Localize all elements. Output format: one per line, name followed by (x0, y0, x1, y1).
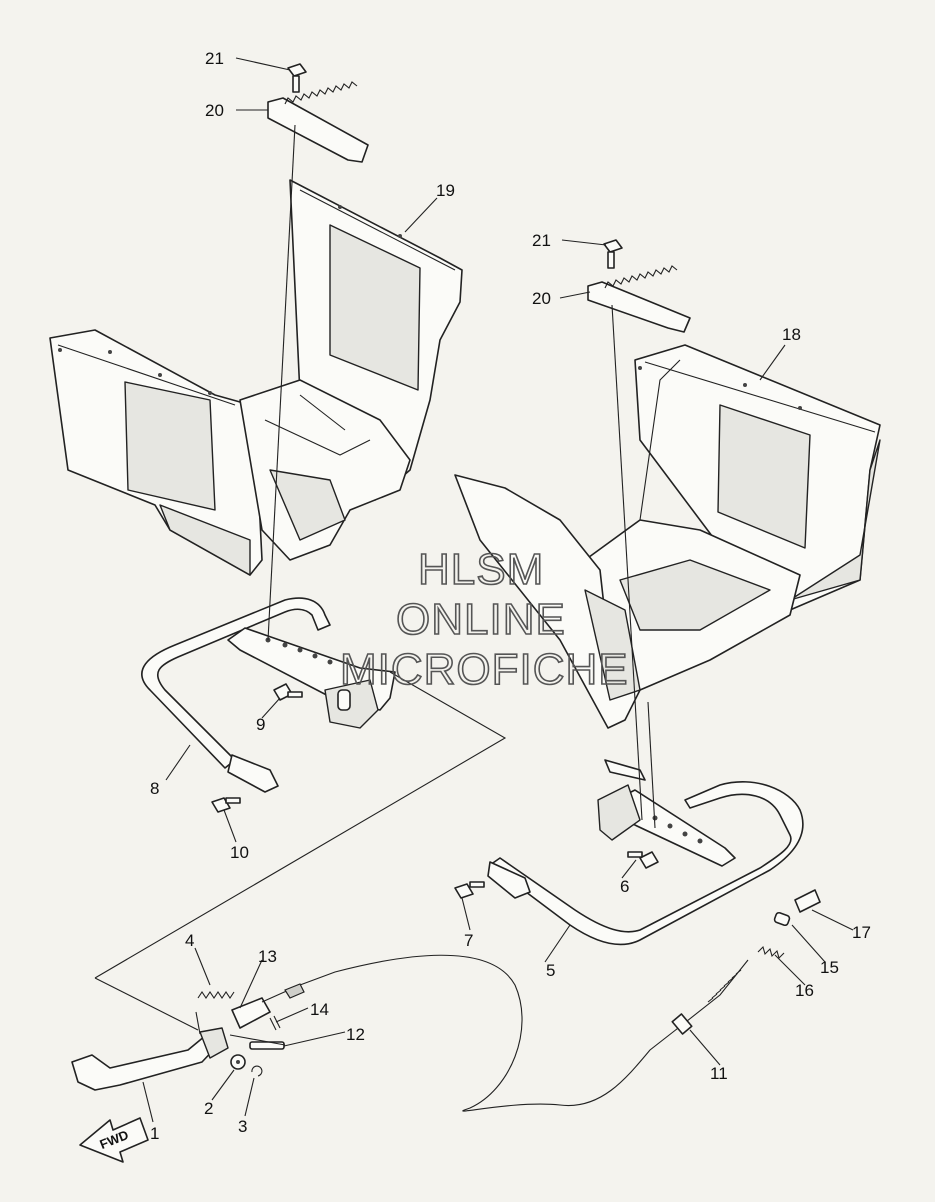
callout-15: 15 (820, 958, 839, 977)
left-bracket-bolt-9 (273, 683, 303, 701)
left-footrest-bracket (141, 597, 396, 793)
clevis-13 (231, 997, 271, 1029)
right-footrest-bracket (487, 759, 804, 946)
callouts: 21 20 19 21 20 18 9 8 10 6 7 5 17 15 16 … (150, 49, 871, 1143)
left-footrest-panel (49, 179, 463, 576)
callout-20-right: 20 (532, 289, 551, 308)
callout-19: 19 (436, 181, 455, 200)
cotter-pin-14 (269, 1015, 281, 1031)
leader-lines (142, 57, 854, 1123)
callout-5: 5 (546, 961, 555, 980)
callout-18: 18 (782, 325, 801, 344)
callout-20-left: 20 (205, 101, 224, 120)
callout-3: 3 (238, 1117, 247, 1136)
pin-12 (249, 1041, 285, 1050)
watermark-line-2: ONLINE (396, 595, 566, 644)
spring-16 (757, 945, 785, 960)
callout-21-left: 21 (205, 49, 224, 68)
callout-12: 12 (346, 1025, 365, 1044)
callout-13: 13 (258, 947, 277, 966)
joint-17 (794, 889, 821, 913)
right-bracket-bolt-6 (627, 851, 659, 869)
watermark: HLSM ONLINE MICROFICHE (339, 544, 629, 695)
callout-21-right: 21 (532, 231, 551, 250)
right-step-bolt (603, 239, 623, 269)
watermark-line-1: HLSM (418, 545, 544, 594)
callout-16: 16 (795, 981, 814, 1000)
right-step-plate (587, 265, 691, 333)
brake-cable (261, 954, 749, 1112)
right-bracket-bolt-7 (454, 881, 485, 899)
sleeve-15 (773, 911, 791, 927)
callout-10: 10 (230, 843, 249, 862)
left-step-plate (267, 81, 369, 163)
callout-9: 9 (256, 715, 265, 734)
callout-1: 1 (150, 1124, 159, 1143)
callout-17: 17 (852, 923, 871, 942)
washer-2 (230, 1054, 246, 1070)
callout-11: 11 (710, 1064, 728, 1083)
brake-pedal (71, 1011, 229, 1091)
watermark-line-3: MICROFICHE (340, 645, 629, 694)
assembly-guide-lines (94, 124, 656, 1046)
forward-arrow-icon: FWD (79, 1117, 149, 1163)
pedal-spring (197, 991, 235, 999)
left-bracket-bolt-10 (211, 797, 241, 813)
callout-4: 4 (185, 931, 194, 950)
callout-14: 14 (310, 1000, 329, 1019)
right-footrest-panel (454, 344, 881, 729)
callout-2: 2 (204, 1099, 213, 1118)
clip-3 (251, 1065, 263, 1077)
callout-6: 6 (620, 877, 629, 896)
callout-8: 8 (150, 779, 159, 798)
callout-7: 7 (464, 931, 473, 950)
left-step-bolt (287, 63, 307, 93)
